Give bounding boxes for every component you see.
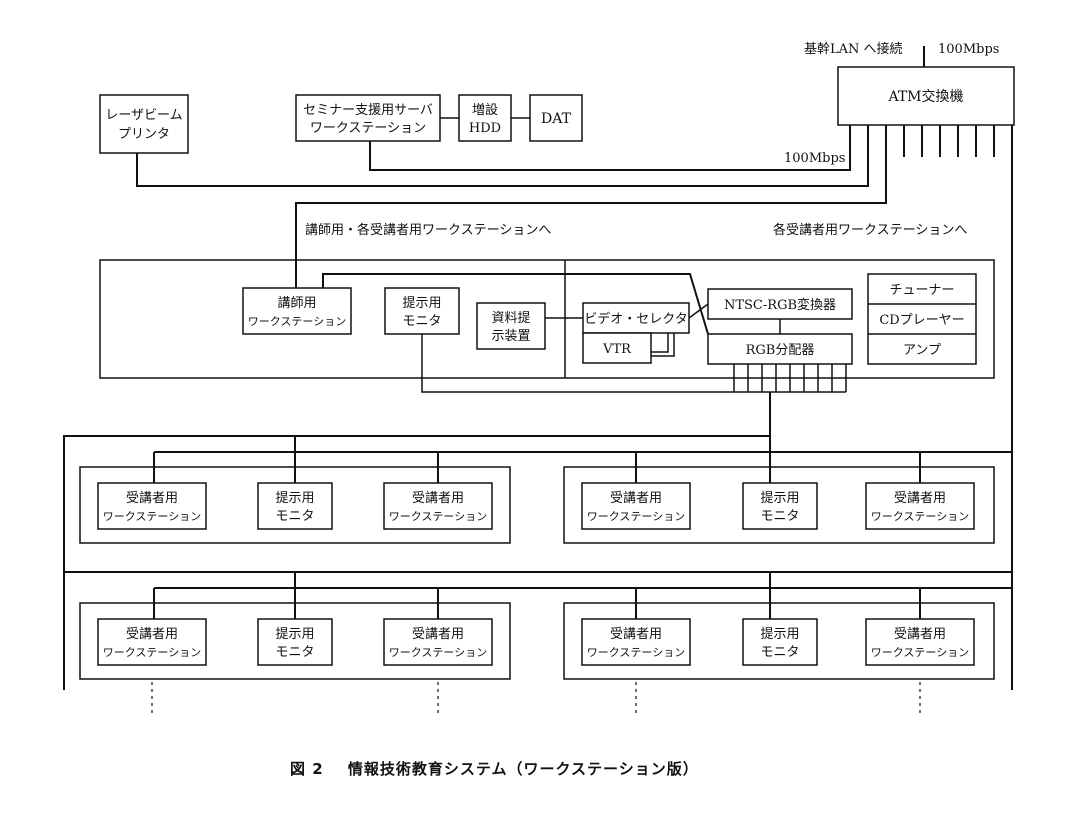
student-workstation-box <box>865 482 975 530</box>
audio-stack-box <box>867 273 977 365</box>
student-ws-label-1: 受講者用 <box>412 626 464 642</box>
hdd-label-1: 増設 <box>472 102 498 118</box>
student-group <box>563 602 995 680</box>
row1-devices: 受講者用 ワークステーション 提示用 モニタ 受講者用 ワークステーション 受講… <box>97 482 975 530</box>
teacher-ws-label-2: ワークステーション <box>248 315 346 328</box>
student-ws-label-1: 受講者用 <box>412 490 464 506</box>
student-ws-label-2: ワークステーション <box>103 646 201 659</box>
student-monitor-box <box>742 482 818 530</box>
teacher-atm-link <box>295 125 887 288</box>
student-monitor-box <box>742 618 818 666</box>
continuation-marks <box>151 682 921 716</box>
student-monitor-box <box>257 482 333 530</box>
server-label-1: セミナー支援用サーバ <box>303 103 433 118</box>
student-ws-label-2: ワークステーション <box>587 510 685 523</box>
student-workstation-box <box>383 618 493 666</box>
cd-label: CDプレーヤー <box>879 313 964 328</box>
speed-mid-label: 100Mbps <box>784 151 845 166</box>
display-monitor-label-2: モニタ <box>402 314 441 329</box>
tuner-label: チューナー <box>889 283 954 298</box>
figure-caption: 図 2 情報技術教育システム（ワークステーション版） <box>290 758 717 779</box>
speed-top-label: 100Mbps <box>938 42 999 57</box>
student-workstation-box <box>581 482 691 530</box>
atm-switch-box <box>837 66 1015 126</box>
student-ws-label-1: 受講者用 <box>126 490 178 506</box>
monitor-rgb-link <box>421 334 716 393</box>
ntsc-label: NTSC-RGB変換器 <box>724 297 836 313</box>
video-selector-label: ビデオ・セレクタ <box>584 311 687 327</box>
student-monitor-label-2: モニタ <box>275 645 314 660</box>
dat-box <box>529 94 583 142</box>
student-ws-label-1: 受講者用 <box>610 490 662 506</box>
amp-label: アンプ <box>903 343 941 358</box>
student-ws-label-2: ワークステーション <box>389 510 487 523</box>
student-ws-label-1: 受講者用 <box>894 490 946 506</box>
student-monitor-label-2: モニタ <box>760 509 799 524</box>
teacher-ws-label-1: 講師用 <box>277 295 316 311</box>
rgb-label: RGB分配器 <box>746 343 815 358</box>
server-atm-link <box>369 125 851 171</box>
printer-label-1: レーザビーム <box>105 108 182 123</box>
backbone-label: 基幹LAN へ接続 <box>804 41 903 57</box>
material-device-box <box>476 302 546 350</box>
student-ws-label-2: ワークステーション <box>389 646 487 659</box>
student-monitor-label-2: モニタ <box>275 509 314 524</box>
row2-devices: 受講者用 ワークステーション 提示用 モニタ 受講者用 ワークステーション 受講… <box>97 618 975 666</box>
material-label-2: 示装置 <box>491 329 530 344</box>
student-ws-label-1: 受講者用 <box>126 626 178 642</box>
rgb-output-bus <box>716 364 847 393</box>
student-monitor-label-2: モニタ <box>760 645 799 660</box>
atm-switch-label: ATM交換機 <box>887 88 963 105</box>
student-monitor-label-1: 提示用 <box>275 626 314 642</box>
student-monitor-label-1: 提示用 <box>760 490 799 506</box>
student-monitor-box <box>257 618 333 666</box>
printer-box <box>99 94 189 154</box>
student-ws-label-2: ワークステーション <box>871 510 969 523</box>
student-workstation-box <box>97 618 207 666</box>
dat-label: DAT <box>541 111 572 127</box>
printer-atm-link <box>136 125 869 187</box>
teacher-area <box>99 259 995 379</box>
vtr-box <box>582 332 652 364</box>
rgb-trunk-line <box>63 392 771 690</box>
student-ws-label-2: ワークステーション <box>871 646 969 659</box>
vtr-label: VTR <box>602 342 632 357</box>
display-monitor-label-1: 提示用 <box>402 295 441 311</box>
student-workstation-box <box>581 618 691 666</box>
student-ws-label-1: 受講者用 <box>894 626 946 642</box>
student-ws-label-2: ワークステーション <box>103 510 201 523</box>
rgb-distributor-box <box>707 333 853 365</box>
material-label-1: 資料提 <box>491 310 530 326</box>
figure-title: 情報技術教育システム（ワークステーション版） <box>347 760 699 778</box>
hdd-label-2: HDD <box>469 121 501 136</box>
student-workstation-box <box>97 482 207 530</box>
to-students-label: 各受講者用ワークステーションへ <box>773 222 967 238</box>
student-workstation-box <box>865 618 975 666</box>
to-all-label: 講師用・各受講者用ワークステーションへ <box>305 222 551 238</box>
seminar-server-box <box>295 94 441 142</box>
figure-number: 図 2 <box>290 760 324 778</box>
server-label-2: ワークステーション <box>310 121 426 136</box>
printer-label-2: プリンタ <box>118 127 170 142</box>
teacher-workstation-box <box>242 287 352 335</box>
student-workstation-box <box>383 482 493 530</box>
student-monitor-label-1: 提示用 <box>760 626 799 642</box>
student-monitor-label-1: 提示用 <box>275 490 314 506</box>
student-ws-label-1: 受講者用 <box>610 626 662 642</box>
atm-ports <box>903 125 995 157</box>
student-group <box>563 466 995 544</box>
teacher-rgb-link <box>322 273 709 335</box>
student-ws-label-2: ワークステーション <box>587 646 685 659</box>
